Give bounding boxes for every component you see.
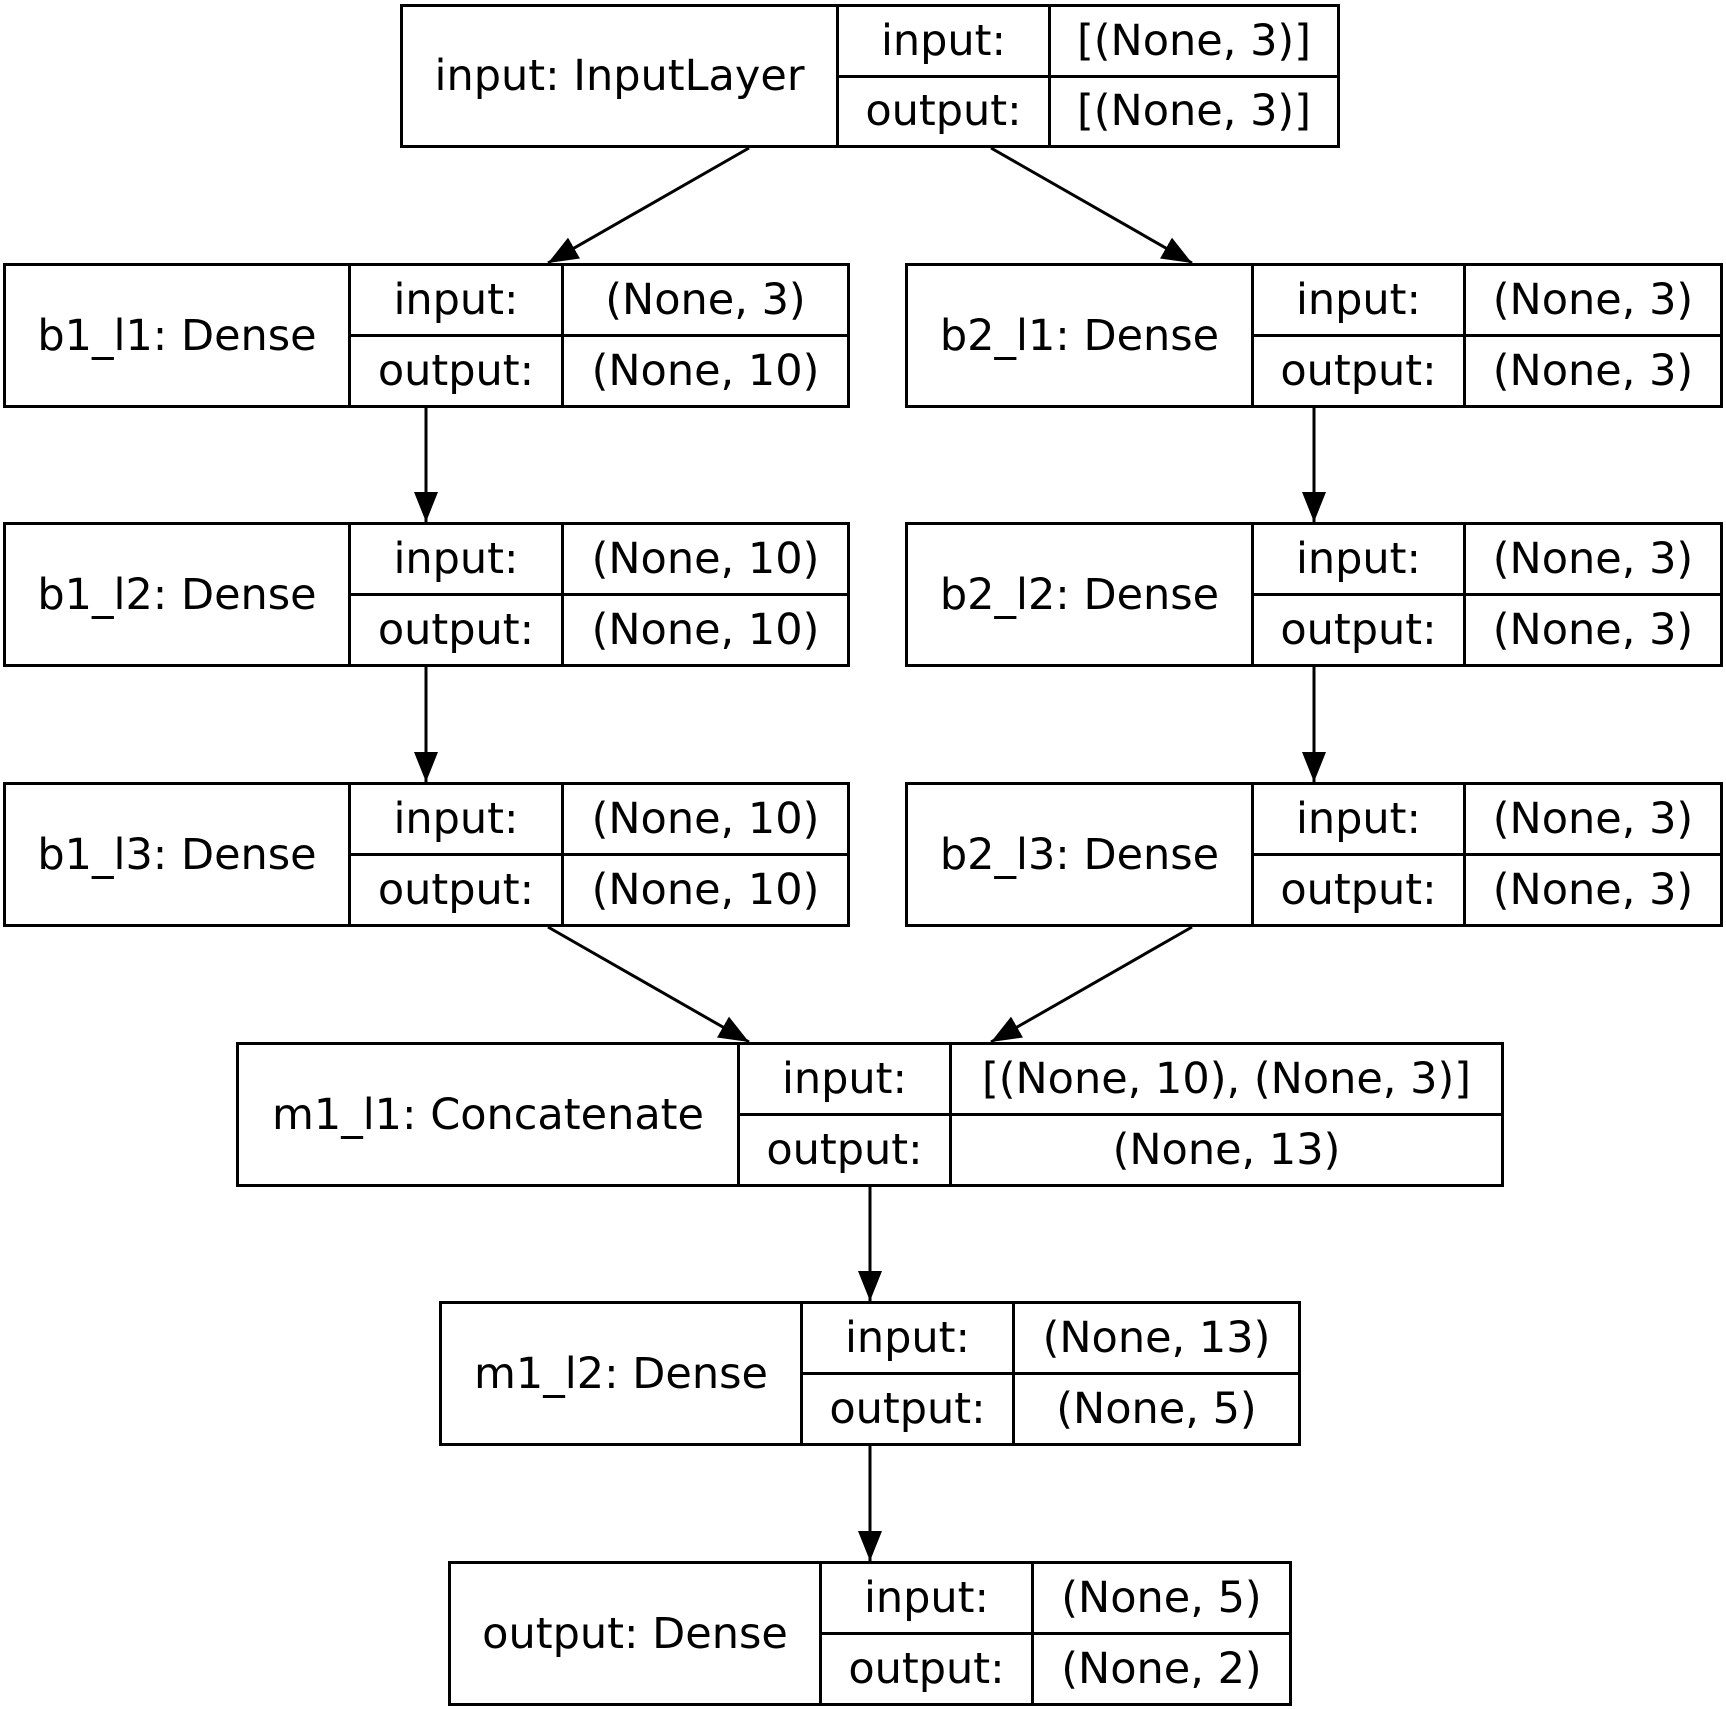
node-input-input-shape: [(None, 3)]: [1077, 15, 1311, 66]
node-b1_l1-input-label: input:: [351, 266, 564, 334]
node-b1_l3-name: b1_l3: Dense: [6, 785, 351, 924]
node-b2_l3: b2_l3: Dense input: (None, 3) output: (N…: [905, 782, 1723, 927]
node-b1_l1-output-label: output:: [351, 337, 564, 405]
node-output-input-label: input:: [822, 1564, 1034, 1632]
node-b1_l2-output-label: output:: [351, 596, 564, 664]
node-m1_l1-input-label: input:: [740, 1045, 952, 1113]
node-b1_l2-input-label: input:: [351, 525, 564, 593]
node-b1_l3-input-label: input:: [351, 785, 564, 853]
node-b2_l2-output-shape: (None, 3): [1492, 605, 1694, 655]
node-input: input: InputLayer input: [(None, 3)] out…: [400, 4, 1340, 148]
node-input-output-label: output:: [839, 77, 1051, 145]
node-b1_l3: b1_l3: Dense input: (None, 10) output: (…: [3, 782, 850, 927]
node-b2_l2: b2_l2: Dense input: (None, 3) output: (N…: [905, 522, 1723, 667]
node-b1_l1: b1_l1: Dense input: (None, 3) output: (N…: [3, 263, 850, 408]
node-b2_l1-name: b2_l1: Dense: [908, 266, 1254, 405]
node-b2_l3-output-label: output:: [1254, 856, 1466, 924]
node-b2_l3-output-shape: (None, 3): [1492, 865, 1694, 915]
node-m1_l1-name: m1_l1: Concatenate: [239, 1045, 740, 1184]
node-m1_l1-input-shape: [(None, 10), (None, 3)]: [981, 1054, 1472, 1104]
edge-input-to-b2_l1: [990, 146, 1193, 265]
node-b1_l2-output-shape: (None, 10): [591, 605, 820, 655]
node-b2_l1-input-shape: (None, 3): [1492, 275, 1694, 325]
node-b2_l2-name: b2_l2: Dense: [908, 525, 1254, 664]
node-b2_l3-name: b2_l3: Dense: [908, 785, 1254, 924]
node-output-input-shape: (None, 5): [1061, 1573, 1262, 1623]
edge-b2_l3-to-m1_l1: [990, 925, 1193, 1044]
node-output-output-shape: (None, 2): [1061, 1644, 1262, 1694]
node-b2_l2-output-label: output:: [1254, 596, 1466, 664]
node-m1_l1: m1_l1: Concatenate input: [(None, 10), (…: [236, 1042, 1504, 1187]
node-output: output: Dense input: (None, 5) output: (…: [448, 1561, 1292, 1706]
node-m1_l1-output-shape: (None, 13): [1112, 1125, 1341, 1175]
node-b2_l3-input-shape: (None, 3): [1492, 794, 1694, 844]
node-b1_l3-output-shape: (None, 10): [591, 865, 820, 915]
node-m1_l2-input-label: input:: [803, 1304, 1015, 1372]
node-input-input-label: input:: [839, 7, 1051, 75]
node-b2_l2-input-label: input:: [1254, 525, 1466, 593]
node-b2_l1-output-shape: (None, 3): [1492, 346, 1694, 396]
node-b1_l1-output-shape: (None, 10): [591, 346, 820, 396]
node-b1_l2-name: b1_l2: Dense: [6, 525, 351, 664]
edge-input-to-b1_l1: [547, 146, 750, 265]
node-b2_l3-input-label: input:: [1254, 785, 1466, 853]
node-input-output-shape: [(None, 3)]: [1077, 86, 1311, 137]
node-m1_l1-output-label: output:: [740, 1116, 952, 1184]
node-m1_l2-name: m1_l2: Dense: [442, 1304, 803, 1443]
node-b1_l3-output-label: output:: [351, 856, 564, 924]
node-input-name: input: InputLayer: [403, 7, 839, 145]
edge-b1_l3-to-m1_l1: [547, 925, 750, 1044]
node-output-output-label: output:: [822, 1635, 1034, 1703]
node-m1_l2-output-shape: (None, 5): [1056, 1384, 1257, 1434]
node-m1_l2-input-shape: (None, 13): [1042, 1313, 1271, 1363]
node-b2_l1-output-label: output:: [1254, 337, 1466, 405]
node-m1_l2-output-label: output:: [803, 1375, 1015, 1443]
node-b2_l1-input-label: input:: [1254, 266, 1466, 334]
node-b1_l2: b1_l2: Dense input: (None, 10) output: (…: [3, 522, 850, 667]
node-b1_l3-input-shape: (None, 10): [591, 794, 820, 844]
node-b1_l2-input-shape: (None, 10): [591, 534, 820, 584]
node-b2_l2-input-shape: (None, 3): [1492, 534, 1694, 584]
node-output-name: output: Dense: [451, 1564, 822, 1703]
node-b1_l1-input-shape: (None, 3): [605, 275, 806, 325]
node-m1_l2: m1_l2: Dense input: (None, 13) output: (…: [439, 1301, 1301, 1446]
node-b1_l1-name: b1_l1: Dense: [6, 266, 351, 405]
node-b2_l1: b2_l1: Dense input: (None, 3) output: (N…: [905, 263, 1723, 408]
